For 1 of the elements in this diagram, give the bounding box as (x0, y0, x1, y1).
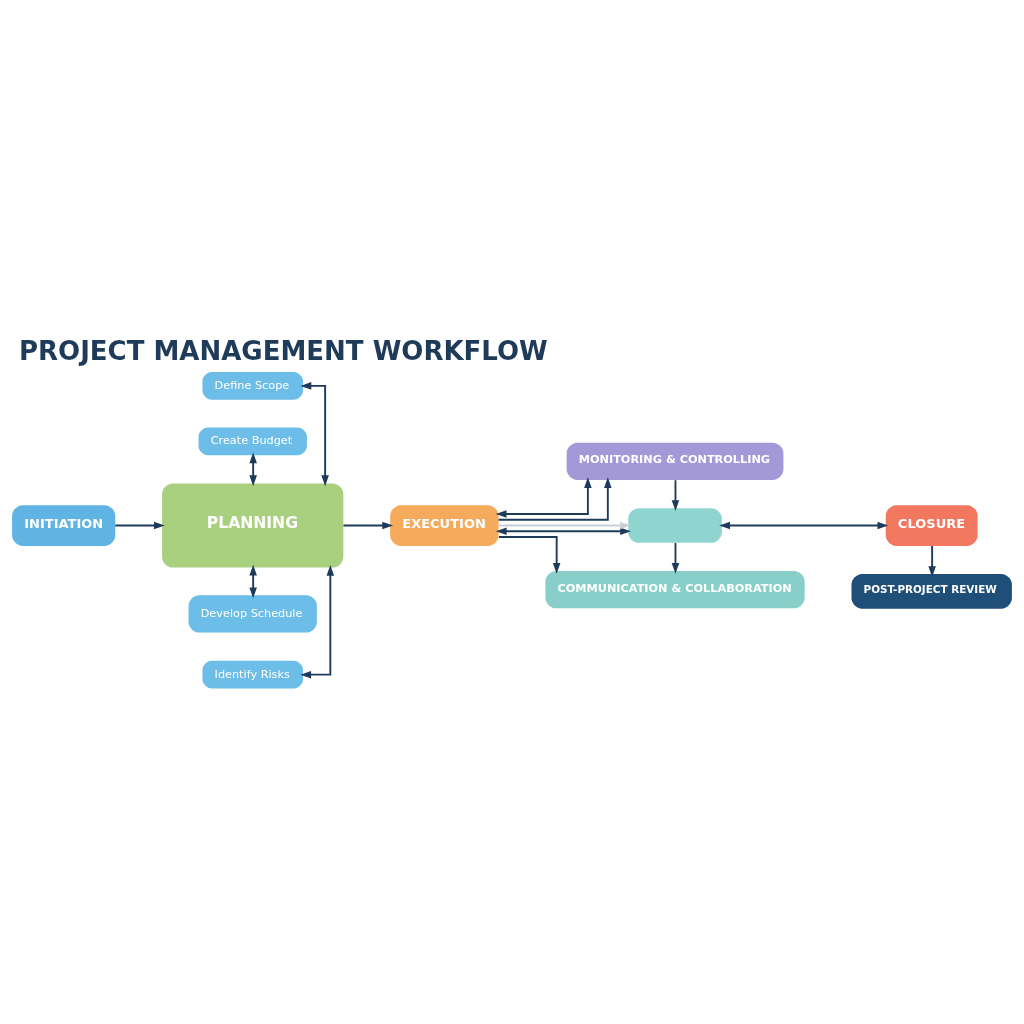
diagram-title: PROJECT MANAGEMENT WORKFLOW (19, 335, 548, 366)
